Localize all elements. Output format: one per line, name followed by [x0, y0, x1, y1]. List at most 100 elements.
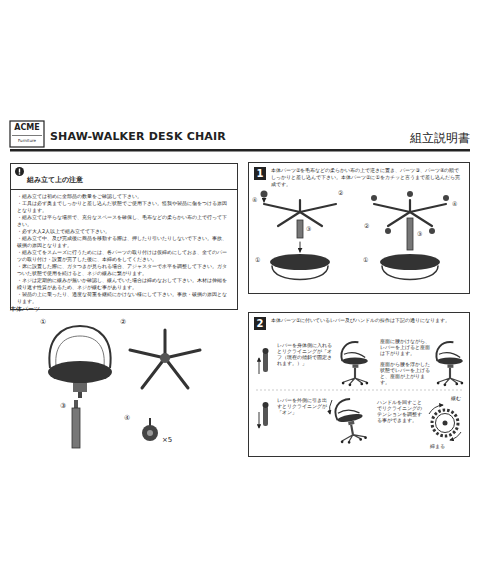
caster-part: [147, 430, 153, 436]
base-part: [142, 358, 165, 388]
assembly-illustration: [382, 266, 438, 280]
gas-cylinder-part: [72, 400, 80, 448]
notice-item: ・組み立ては初めに全部品の数量をご確認して下さい。: [11, 193, 237, 200]
base-part: [165, 358, 188, 388]
callout-number: ③: [417, 230, 422, 238]
step-panel: 2本体パーツ①に付いているレバー及びハンドルの操作は下記の通りになります。: [248, 312, 470, 457]
section-heading: 本体パーツ: [10, 305, 40, 313]
base-part: [130, 330, 200, 388]
notice-item: ・必ず大人2人以上で組み立てて下さい。: [11, 228, 237, 235]
assembly-illustration: [371, 191, 449, 280]
chair-part: [48, 361, 112, 383]
chair-side-view: [436, 342, 463, 386]
brand-logo: Furniture: [12, 138, 42, 143]
base-part: [165, 350, 200, 358]
document-title: SHAW-WALKER DESK CHAIR: [50, 130, 226, 145]
divider: [256, 390, 462, 391]
panel-heading: 組み立て上の注意: [27, 176, 83, 184]
assembly-illustration: [270, 254, 330, 270]
operation-note: 座面に腰かけながら、レバーを上げると座面は下がります。: [380, 339, 432, 357]
lever-illustration: [263, 348, 269, 354]
notice-item: ・組み立てをスムーズに行うためには、各パーツの取り付けは仮締めにしておき、全ての…: [11, 249, 237, 263]
notice-item: ・組み立て中、及び完成後に商品を移動する際は、押したり引いたりしないで下さい。事…: [11, 235, 237, 249]
callout-number: ②: [364, 222, 369, 230]
assembly-illustration: [264, 204, 300, 212]
logo-frame: [10, 121, 44, 147]
document-type: 組立説明書: [380, 130, 470, 146]
notice-item: ・組み立ては平らな場所で、充分なスペースを確保し、毛布などの柔らかい布の上で行っ…: [11, 214, 237, 228]
notice-panel: 組み立て上の注意・組み立ては初めに全部品の数量をご確認して下さい。・工具は必ず奥…: [10, 163, 238, 310]
step-instruction: 本体パーツ②を毛布などの柔らかい布の上で逆さに置き、パーツ③、パーツ④の順でしっ…: [271, 167, 464, 187]
tension-knob: [436, 414, 455, 433]
lever-illustration: [259, 358, 260, 374]
callout-number: ③: [306, 225, 311, 233]
assembly-illustration: [443, 195, 449, 201]
chair-part: [73, 383, 87, 392]
direction-label: 締まる: [430, 443, 445, 450]
assembly-illustration: [385, 228, 391, 234]
assembly-illustration: [300, 242, 301, 252]
chair-side-view: [330, 400, 332, 414]
assembly-illustration: [410, 204, 446, 212]
lever-illustration: [263, 352, 268, 372]
chair-side-view: [333, 397, 367, 445]
logo-frame: [10, 121, 44, 147]
callout-number: ②: [338, 189, 343, 197]
warning-icon: [15, 167, 24, 176]
chair-side-view: [341, 342, 368, 386]
base-part: [130, 350, 165, 358]
caster-part: [142, 425, 158, 441]
callout-number: ④: [124, 414, 130, 423]
assembly-illustration: [299, 200, 301, 212]
assembly-illustration: [429, 228, 435, 234]
assembly-illustration: [272, 266, 328, 280]
direction-label: 緩む: [451, 395, 461, 402]
lever-illustration: [263, 406, 268, 426]
operation-note: ハンドルを回すことでリクライニングのテンションを調整する事ができます。: [377, 400, 425, 424]
notice-item: ・工具は必ず奥までしっかりと差し込んだ状態でご使用下さい。怪我や製品に傷をつける…: [11, 200, 237, 214]
notice-item: ・製品の上に乗ったり、過度な荷重を継続にかけない様にして下さい。事故・破損の原因…: [11, 291, 237, 305]
assembly-illustration: [374, 204, 410, 212]
assembly-illustration: [407, 218, 413, 250]
assembly-illustration: [300, 204, 336, 212]
assembly-illustration: [409, 200, 411, 212]
header-rule: [10, 149, 470, 152]
brand-logo: ACME: [12, 123, 42, 134]
tension-knob: [432, 410, 458, 436]
assembly-illustration: [264, 198, 265, 202]
operation-note: レバーを身体側に入れるとリクライニングが「オフ（現在の傾斜で固定されます。）」: [277, 343, 335, 367]
tension-knob: [443, 421, 448, 426]
warning-icon: [19, 173, 20, 174]
operation-note: レバーを外側に引き出すとリクライニングが「オン」: [277, 398, 331, 416]
tension-knob: [429, 405, 443, 414]
assembly-illustration: [371, 195, 377, 201]
step-number: 2: [254, 317, 266, 330]
callout-number: ①: [255, 256, 260, 264]
callout-number: ②: [120, 318, 126, 327]
notice-item: ・ネジは定期的に緩みが無いか確認し、緩んでいた場合は締めなおして下さい。木材は伸…: [11, 277, 237, 291]
base-part: [160, 353, 170, 363]
lever-illustration: [259, 412, 260, 428]
callout-number: ④: [452, 200, 457, 208]
caster-part: [142, 418, 158, 441]
quantity: ×5: [162, 436, 172, 445]
lever-illustration: [263, 402, 269, 408]
callout-number: ④: [252, 196, 257, 204]
chair-part: [48, 326, 112, 398]
notice-item: ・床に設置した際に、ガタつきが見られる場合、アジャスターで水平を調整して下さい。…: [11, 263, 237, 277]
tension-knob: [429, 405, 461, 440]
operation-note: 座面から腰を浮かした状態でレバーを上げると、座面が上がります。: [380, 362, 432, 386]
callout-number: ①: [363, 256, 368, 264]
assembly-illustration: [261, 191, 337, 280]
chair-side-view: [330, 342, 464, 445]
chair-part: [78, 392, 82, 398]
callout-number: ①: [40, 318, 46, 327]
warning-icon: [15, 167, 24, 176]
lever-illustration: [259, 348, 269, 428]
assembly-illustration: [297, 220, 303, 238]
assembly-illustration: [407, 191, 413, 197]
assembly-illustration: [261, 191, 268, 198]
callout-number: ③: [60, 402, 66, 411]
step-number: 1: [254, 167, 266, 180]
